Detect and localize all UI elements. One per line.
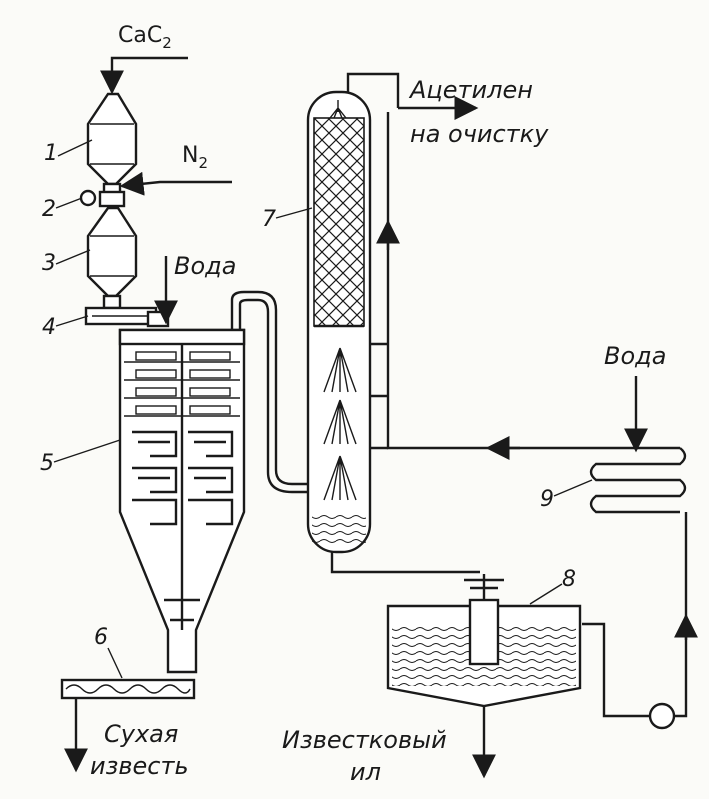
callout-numbers: 1 2 3 4 5 6 7 8 9 [40, 139, 593, 679]
water-top-feed: Вода [154, 252, 236, 325]
n2-feed: N2 [119, 143, 232, 196]
lime-sludge-label-1: Известковый [282, 726, 447, 754]
num-7: 7 [262, 207, 276, 232]
hopper-1 [86, 92, 138, 196]
lime-sludge-label-2: ил [350, 758, 381, 786]
water-right-label: Вода [604, 342, 666, 370]
num-3: 3 [42, 251, 56, 276]
settler-8 [330, 552, 582, 779]
valve-2 [79, 189, 126, 208]
generator-5 [118, 328, 246, 674]
num-5: 5 [40, 451, 54, 476]
scrubber-column-7 [306, 90, 372, 554]
gas-pipe [230, 290, 310, 494]
column-water-lines [370, 112, 680, 460]
acetylene-label-1: Ацетилен [408, 76, 533, 104]
num-6: 6 [94, 625, 108, 650]
cooler-9: Вода [589, 342, 698, 718]
water-top-label: Вода [174, 252, 236, 280]
screw-conveyor-6 [60, 678, 196, 773]
pump [582, 622, 676, 730]
generator-shelves [124, 351, 240, 622]
feeder-4 [84, 306, 170, 328]
hopper-3 [86, 206, 138, 310]
num-1: 1 [44, 141, 58, 166]
dry-lime-label-2: известь [90, 752, 189, 780]
n2-label: N2 [182, 143, 208, 172]
acetylene-outlet: Ацетилен на очистку [346, 72, 549, 148]
num-2: 2 [42, 197, 56, 222]
num-4: 4 [42, 315, 56, 340]
num-9: 9 [540, 487, 554, 512]
dry-lime-label-1: Сухая [104, 720, 178, 748]
num-8: 8 [562, 567, 576, 592]
acetylene-label-2: на очистку [410, 120, 549, 148]
cac2-label: CaC2 [118, 23, 172, 52]
cac2-feed: CaC2 [100, 23, 188, 95]
